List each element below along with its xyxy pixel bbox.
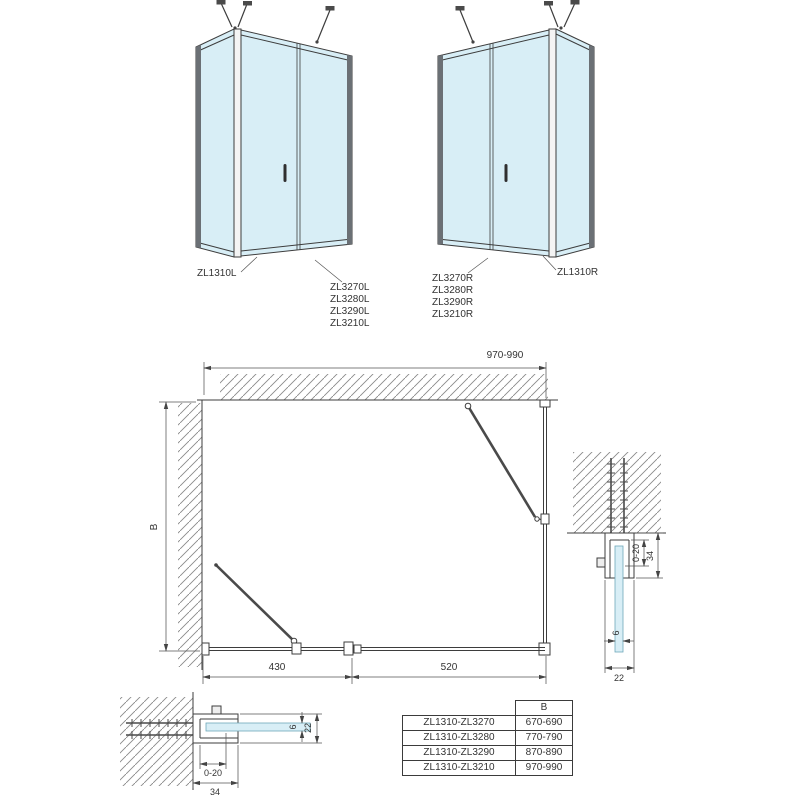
- iso-view-left: ZL1310L ZL3270L ZL3280L ZL3290L ZL3210L: [195, 0, 370, 329]
- leader-line: [240, 256, 258, 273]
- side-panel-plan: [538, 399, 551, 656]
- dim-depth: B: [149, 523, 160, 530]
- panel-model-label: ZL3280R: [432, 285, 473, 296]
- glass-section: [614, 545, 624, 653]
- dim-adjustment: 0-20: [631, 544, 641, 562]
- panel-model-label: ZL3290R: [432, 297, 473, 308]
- dim-adjustment: 0-20: [204, 768, 222, 778]
- table-row: ZL1310-ZL3210 970-990: [402, 760, 573, 776]
- dim-profile-width: 22: [303, 723, 313, 733]
- table-header-blank: [403, 701, 516, 716]
- door-leaf-open: [464, 402, 550, 525]
- b-range: 970-990: [515, 760, 573, 776]
- panel-model-label: ZL3210L: [330, 318, 370, 329]
- wall-profile: [589, 44, 594, 249]
- model-combination: ZL1310-ZL3280: [402, 730, 516, 746]
- dim-door-segment: 520: [441, 662, 458, 673]
- dimension-lines: [159, 362, 547, 684]
- dim-fixed-segment: 430: [269, 662, 286, 673]
- model-combination: ZL1310-ZL3270: [402, 715, 516, 731]
- detail-section-side: 0-20 34 6 22: [567, 452, 666, 683]
- wall-hatch: [178, 403, 202, 667]
- b-range: 870-890: [515, 745, 573, 761]
- table-row: ZL1310-ZL3270 670-690: [402, 715, 573, 731]
- panel-model-labels: ZL3270L ZL3280L ZL3290L ZL3210L: [330, 282, 370, 329]
- panel-model-label: ZL3280L: [330, 294, 370, 305]
- dimension-lines: [192, 712, 322, 788]
- table-header-b: B: [515, 700, 573, 716]
- grub-screw-icon: [211, 705, 222, 715]
- corner-post: [233, 28, 242, 258]
- panel-model-label: ZL3270R: [432, 273, 473, 284]
- door-leaf-open: [214, 563, 302, 655]
- dim-profile-width: 22: [614, 673, 624, 683]
- door-panel-glass: [437, 29, 550, 257]
- corner-post: [548, 28, 557, 258]
- model-combination: ZL1310-ZL3210: [402, 760, 516, 776]
- panel-model-label: ZL3270L: [330, 282, 370, 293]
- panel-model-labels: ZL3270R ZL3280R ZL3290R ZL3210R: [432, 273, 473, 320]
- dim-profile-depth: 34: [645, 551, 655, 561]
- iso-view-right: ZL3270R ZL3280R ZL3290R ZL3210R ZL1310R: [432, 0, 598, 320]
- panel-model-label: ZL3290L: [330, 306, 370, 317]
- door-model-label: ZL1310R: [557, 267, 598, 278]
- dimension-lines: [604, 532, 663, 673]
- detail-section-bottom: 0-20 34 6 22: [120, 692, 322, 797]
- door-unit-plan: [201, 641, 545, 656]
- wall-profile: [347, 54, 352, 245]
- b-range: 770-790: [515, 730, 573, 746]
- table-row: ZL1310-ZL3290 870-890: [402, 745, 573, 761]
- door-panel-glass: [240, 29, 353, 257]
- dim-glass-thickness: 6: [288, 724, 298, 729]
- door-handle-icon: [504, 164, 508, 182]
- wall-profile: [438, 54, 443, 245]
- wall-profile: [196, 44, 201, 249]
- dim-width: 970-990: [487, 350, 524, 361]
- wall-hatch: [573, 452, 661, 533]
- side-panel-glass: [195, 28, 235, 258]
- door-model-label: ZL1310L: [197, 268, 237, 279]
- glass-section: [205, 722, 311, 732]
- size-table: B ZL1310-ZL3270 670-690 ZL1310-ZL3280 77…: [402, 700, 573, 776]
- side-panel-glass: [555, 28, 595, 258]
- leader-line: [542, 255, 557, 271]
- table-row: ZL1310-ZL3280 770-790: [402, 730, 573, 746]
- door-handle-icon: [283, 164, 287, 182]
- leader-line: [467, 257, 489, 274]
- dim-profile-depth: 34: [210, 787, 220, 797]
- support-strut-icon: [455, 0, 580, 44]
- table-header-row: B: [403, 700, 573, 716]
- panel-model-label: ZL3210R: [432, 309, 473, 320]
- support-strut-icon: [216, 0, 335, 44]
- dim-glass-thickness: 6: [611, 630, 621, 635]
- b-range: 670-690: [515, 715, 573, 731]
- leader-line: [314, 259, 343, 283]
- plan-view: 970-990 B 430 520: [149, 350, 558, 684]
- wall-hatch: [120, 697, 193, 786]
- wall-hatch: [220, 374, 548, 400]
- model-combination: ZL1310-ZL3290: [402, 745, 516, 761]
- grub-screw-icon: [596, 557, 606, 568]
